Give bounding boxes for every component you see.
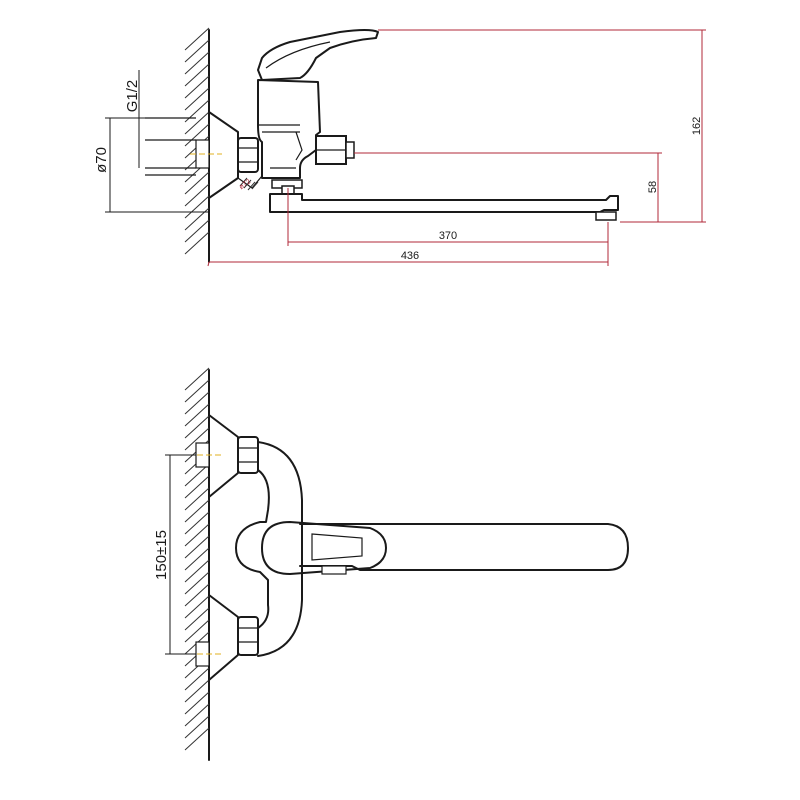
- wall-hatch-line: [184, 499, 210, 523]
- wall-hatch-line: [184, 667, 210, 691]
- wall-hatch-line: [184, 367, 210, 391]
- lever-handle-front: [261, 521, 387, 575]
- wall-hatch-line: [184, 523, 210, 547]
- mixer-body-front: [235, 441, 303, 657]
- wall-hatch-line: [184, 715, 210, 739]
- wall-hatch-line: [184, 547, 210, 571]
- dim-overall-length: 436: [401, 250, 419, 262]
- wall-hatch-line: [184, 207, 210, 231]
- wall-front: [184, 367, 210, 761]
- wall-hatch-line: [184, 51, 210, 75]
- wall-hatch-line: [184, 475, 210, 499]
- wall-hatch-line: [184, 403, 210, 427]
- dim-inlet-spacing: 150±15: [153, 530, 170, 580]
- wall-hatch-line: [184, 219, 210, 243]
- wall-hatch-line: [184, 607, 210, 631]
- spout-side: [269, 179, 619, 221]
- dim-flange: ø70: [93, 147, 110, 173]
- dim-thread: G1/2: [124, 80, 141, 113]
- wall-hatch-line: [184, 39, 210, 63]
- wall-hatch-line: [184, 99, 210, 123]
- dim-height-total: 162: [691, 117, 703, 135]
- dim-spout-height: 58: [647, 181, 659, 193]
- wall-hatch-line: [184, 27, 210, 51]
- wall-hatch-line: [184, 727, 210, 751]
- spout-front: [299, 523, 629, 571]
- wall-hatch-line: [184, 595, 210, 619]
- dimension-lines-side: [207, 29, 706, 267]
- wall-hatch-line: [184, 619, 210, 643]
- eccentric-connector-top: [208, 414, 259, 498]
- wall-hatch-line: [184, 535, 210, 559]
- wall-hatch-line: [184, 679, 210, 703]
- eccentric-connector-side: [208, 111, 263, 199]
- dimension-lines-inlet: [105, 70, 209, 213]
- wall-hatch-line: [184, 583, 210, 607]
- lever-handle-side: [257, 29, 379, 81]
- wall-hatch-line: [184, 231, 210, 255]
- wall-hatch-line: [184, 171, 210, 195]
- wall-hatch-line: [184, 463, 210, 487]
- wall-hatch-line: [184, 391, 210, 415]
- wall-hatch-line: [184, 123, 210, 147]
- wall-hatch-line: [184, 63, 210, 87]
- wall-hatch-line: [184, 559, 210, 583]
- wall-hatch-line: [184, 183, 210, 207]
- wall-hatch-line: [184, 571, 210, 595]
- wall-hatch-line: [184, 511, 210, 535]
- wall-hatch-line: [184, 487, 210, 511]
- wall-hatch-line: [184, 415, 210, 439]
- wall-hatch-line: [184, 75, 210, 99]
- eccentric-connector-bottom: [208, 594, 259, 681]
- side-view: 162 58 370 436 G1/2 ø70 ø72: [93, 27, 706, 267]
- dim-spout-reach: 370: [439, 230, 457, 242]
- wall-hatch-line: [184, 427, 210, 451]
- mixer-body-side: [257, 79, 355, 179]
- wall-hatch-line: [184, 111, 210, 135]
- dimension-lines-front: [165, 454, 196, 655]
- wall-hatch-line: [184, 195, 210, 219]
- wall-hatch-line: [184, 379, 210, 403]
- front-view: 150±15: [153, 367, 629, 761]
- wall-hatch-line: [184, 691, 210, 715]
- wall-hatch-line: [184, 703, 210, 727]
- wall-hatch-line: [184, 87, 210, 111]
- inlet-fitting-side: [145, 117, 222, 176]
